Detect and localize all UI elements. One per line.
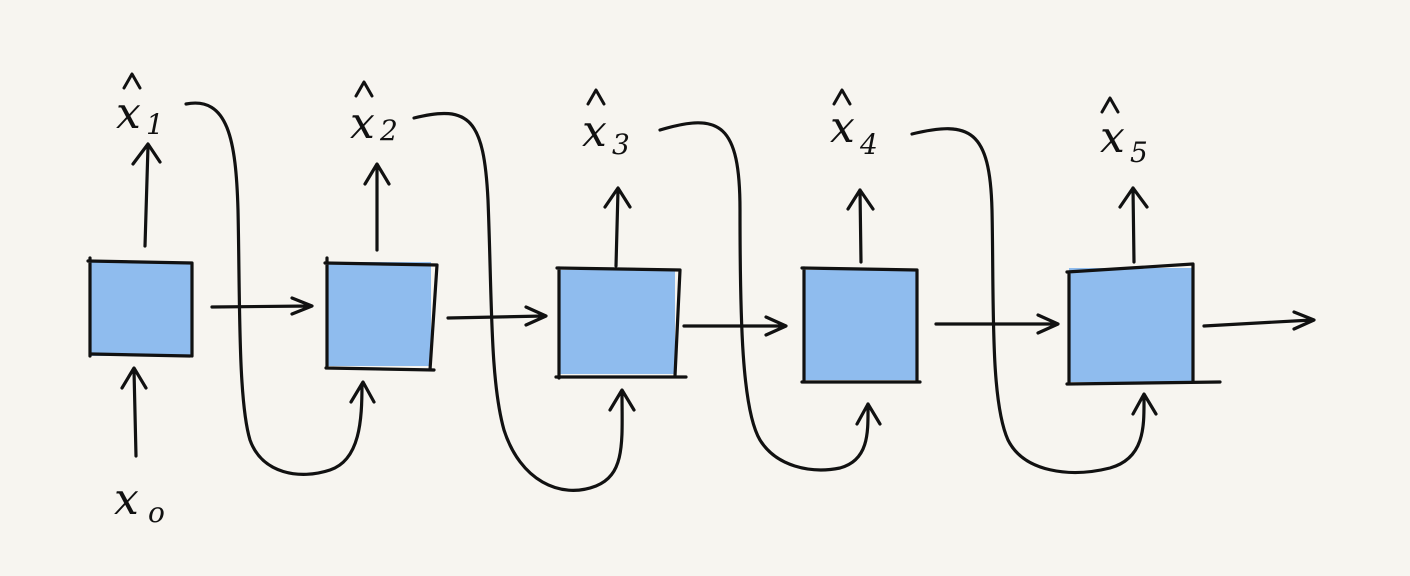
output-arrow-1 [131, 142, 162, 248]
output-label-2: x 2 [350, 80, 398, 149]
input-label-base: x [114, 474, 139, 525]
input-label-sub: o [148, 496, 165, 529]
output-label-sub: 4 [859, 128, 878, 161]
output-label-sub: 5 [1130, 136, 1148, 169]
hidden-state-arrow-out [1202, 310, 1316, 331]
output-arrow-3 [603, 186, 632, 268]
hat-accent [122, 72, 142, 90]
feedback-loop-2 [412, 111, 636, 492]
rnn-cell-4 [800, 266, 922, 384]
hidden-state-arrow-2-3 [446, 305, 548, 327]
input-arrow [120, 366, 148, 458]
rnn-cell-1 [86, 256, 194, 358]
output-label-1: x 1 [116, 72, 164, 141]
rnn-cell-5 [1065, 262, 1222, 386]
hidden-state-arrow-3-4 [682, 315, 788, 337]
output-arrow-4 [846, 188, 875, 264]
output-label-sub: 3 [612, 128, 630, 161]
output-arrow-5 [1118, 186, 1149, 264]
output-label-base: x [582, 106, 607, 157]
output-label-base: x [116, 88, 141, 139]
hat-accent [832, 88, 852, 106]
output-label-base: x [1100, 112, 1125, 163]
rnn-cell-2 [323, 256, 439, 372]
output-arrow-2 [363, 162, 391, 252]
hidden-state-arrow-4-5 [934, 313, 1060, 335]
hidden-state-arrow-1-2 [210, 296, 314, 316]
hat-accent [586, 88, 606, 106]
output-label-5: x 5 [1100, 96, 1148, 169]
output-label-sub: 1 [146, 108, 164, 141]
input-label: x o [114, 474, 165, 529]
output-label-base: x [350, 98, 375, 149]
feedback-loop-1 [184, 101, 376, 476]
hat-accent [1100, 96, 1120, 114]
feedback-loop-4 [910, 127, 1158, 474]
output-label-3: x 3 [582, 88, 630, 161]
rnn-cell-3 [554, 266, 688, 380]
output-label-base: x [830, 102, 855, 153]
output-label-sub: 2 [379, 114, 398, 147]
output-label-4: x 4 [830, 88, 878, 161]
hat-accent [354, 80, 374, 98]
feedback-loop-3 [658, 121, 882, 472]
